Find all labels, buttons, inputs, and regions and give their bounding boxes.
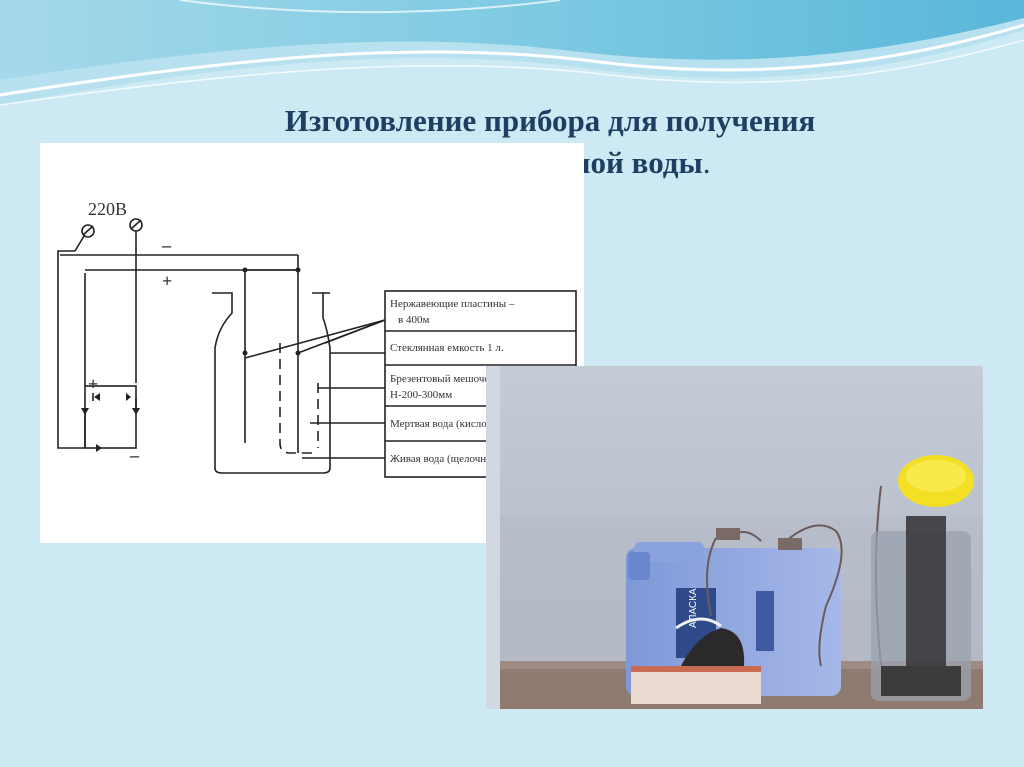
callout-plates-line2: в 400м xyxy=(398,314,429,326)
callout-plates-line1: Нержавеющие пластины – xyxy=(390,298,515,310)
plus-sign-top: + xyxy=(162,271,172,291)
plus-sign-bridge: + xyxy=(88,374,98,394)
callout-bag-line2: Н-200-300мм xyxy=(390,389,452,401)
minus-sign-top: – xyxy=(161,235,172,255)
schematic-diagram: 220В – + + – Нержавеющие пластины – в 40… xyxy=(40,143,584,543)
terminal-left xyxy=(81,224,95,238)
canister-label: АЛАСКА xyxy=(688,588,699,628)
callout-dead-water: Мертвая вода (кислотная) xyxy=(390,418,511,430)
callout-jar: Стеклянная емкость 1 л. xyxy=(390,342,504,354)
device-photo-svg: АЛАСКА xyxy=(486,366,983,709)
wave-header xyxy=(0,0,1024,106)
callout-living-water: Живая вода (щелочная) xyxy=(390,453,500,465)
title-line-1: Изготовление прибора для получения xyxy=(284,103,816,138)
glass-jar xyxy=(871,455,974,701)
voltage-label: 220В xyxy=(88,199,127,219)
device-photo: АЛАСКА xyxy=(486,366,983,709)
diode-bridge xyxy=(81,393,140,452)
title-period: . xyxy=(702,145,711,180)
minus-sign-bridge: – xyxy=(129,445,140,465)
